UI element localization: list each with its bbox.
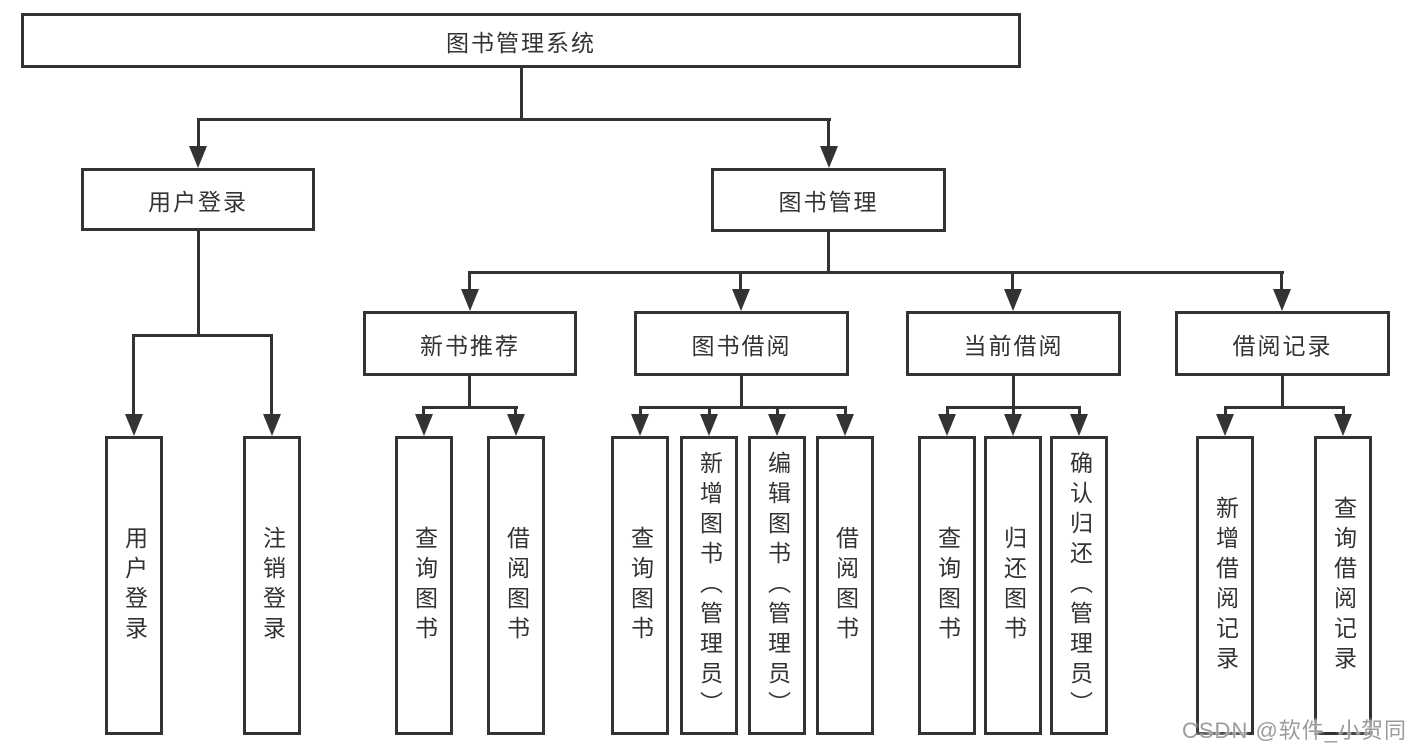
leaf-logout: 注销登录 [243,436,301,735]
leaf-edit-books-admin: 编辑图书（管理员） [748,436,806,735]
arrowhead-down-icon [631,414,649,436]
connector-line [422,406,425,418]
arrowhead-down-icon [732,289,750,311]
node-current-borrow: 当前借阅 [906,311,1121,376]
arrowhead-down-icon [1216,414,1234,436]
connector-line [514,406,517,418]
connector-line [639,406,642,418]
connector-line [739,271,742,293]
leaf-query-borrow-record: 查询借阅记录 [1314,436,1372,735]
arrowhead-down-icon [1004,289,1022,311]
arrowhead-down-icon [263,414,281,436]
connector-line [1224,406,1227,418]
leaf-borrow-books-recommend: 借阅图书 [487,436,545,735]
arrowhead-down-icon [461,289,479,311]
connector-line [1281,375,1284,409]
node-user-login: 用户登录 [81,168,315,231]
csdn-watermark: CSDN @软件_小贺同学 [1182,718,1405,743]
connector-line [132,334,135,418]
arrowhead-down-icon [820,146,838,168]
arrowhead-down-icon [700,414,718,436]
node-root: 图书管理系统 [21,13,1021,68]
connector-line [1224,406,1344,409]
connector-line [1012,406,1015,418]
connector-line [520,66,523,120]
leaf-query-books-current: 查询图书 [918,436,976,735]
node-book-management: 图书管理 [711,168,946,232]
arrowhead-down-icon [836,414,854,436]
connector-line [468,271,471,293]
connector-line [827,232,830,274]
arrowhead-down-icon [1334,414,1352,436]
connector-line [1078,406,1081,418]
connector-line [197,118,831,121]
connector-line [1011,271,1014,293]
leaf-add-books-admin: 新增图书（管理员） [680,436,738,735]
node-new-book-recommend: 新书推荐 [363,311,577,376]
leaf-borrow-books: 借阅图书 [816,436,874,735]
connector-line [270,334,273,418]
leaf-confirm-return-admin: 确认归还（管理员） [1050,436,1108,735]
connector-line [468,271,1284,274]
connector-line [132,334,273,337]
connector-line [639,406,847,409]
arrowhead-down-icon [1070,414,1088,436]
connector-line [197,118,200,150]
leaf-return-books: 归还图书 [984,436,1042,735]
leaf-add-borrow-record: 新增借阅记录 [1196,436,1254,735]
arrowhead-down-icon [507,414,525,436]
connector-line [468,375,471,409]
connector-line [740,375,743,409]
connector-line [827,118,830,150]
leaf-query-books-recommend: 查询图书 [395,436,453,735]
arrowhead-down-icon [938,414,956,436]
connector-line [708,406,711,418]
connector-line [946,406,949,418]
connector-line [844,406,847,418]
leaf-query-books-borrow: 查询图书 [611,436,669,735]
arrowhead-down-icon [1273,289,1291,311]
arrowhead-down-icon [1004,414,1022,436]
node-borrow-records: 借阅记录 [1175,311,1390,376]
connector-line [197,231,200,337]
connector-line [776,406,779,418]
arrowhead-down-icon [768,414,786,436]
arrowhead-down-icon [415,414,433,436]
connector-line [422,406,518,409]
node-book-borrow: 图书借阅 [634,311,849,376]
arrowhead-down-icon [125,414,143,436]
leaf-user-login: 用户登录 [105,436,163,735]
connector-line [1012,375,1015,409]
arrowhead-down-icon [189,146,207,168]
connector-line [1280,271,1283,293]
connector-line [1342,406,1345,418]
